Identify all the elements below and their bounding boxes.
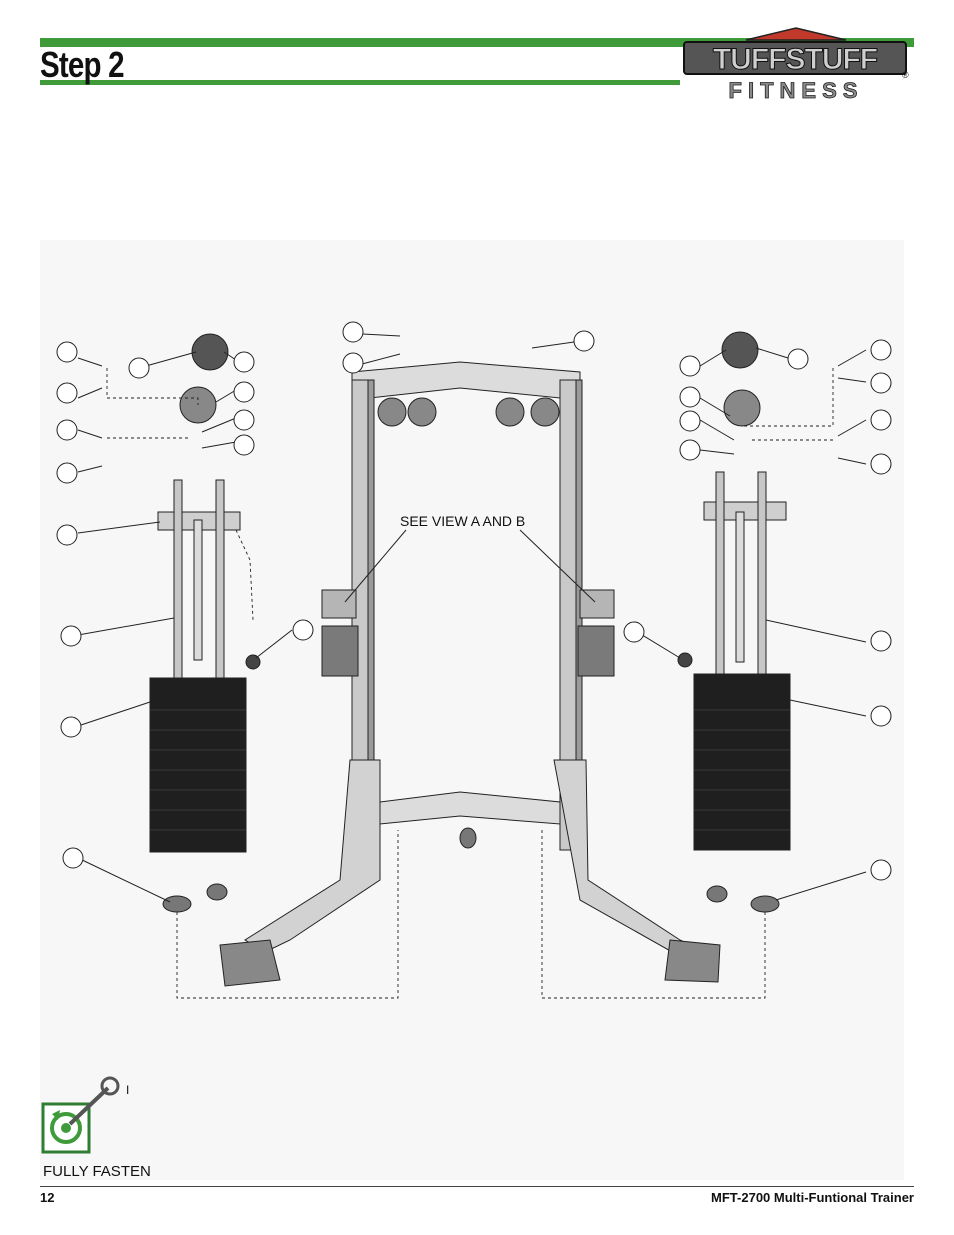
wrench-fasten-icon: I [41,1076,129,1154]
exploded-assembly-diagram: SEE VIEW A AND B [40,240,904,1180]
tuffstuff-logo: TUFFSTUFF ® FITNESS [683,27,909,102]
page-number: 12 [40,1190,55,1205]
logo-registered-mark: ® [902,70,909,80]
fasten-mark: I [126,1083,129,1097]
see-view-callout: SEE VIEW A AND B [400,513,525,529]
logo-subtitle: FITNESS [729,78,864,102]
logo-wordmark: TUFFSTUFF [713,43,878,76]
fasten-label: FULLY FASTEN [43,1163,151,1180]
document-title: MFT-2700 Multi-Funtional Trainer [711,1190,914,1205]
footer-rule [40,1186,914,1187]
header-bottom-bar [40,80,680,85]
header-top-bar [40,38,914,47]
page-title: Step 2 [40,44,124,85]
